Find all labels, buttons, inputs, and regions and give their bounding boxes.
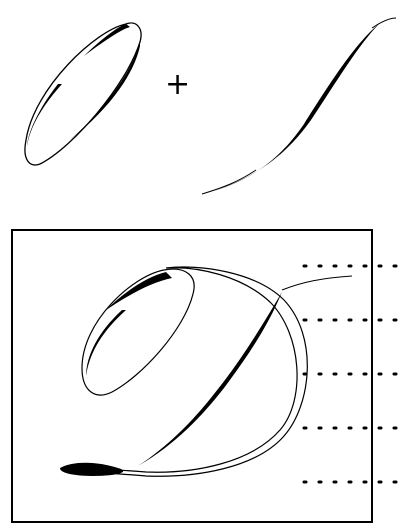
oval-stroke (25, 23, 141, 165)
dotted-guides (304, 266, 404, 482)
diagonal-stroke (202, 18, 396, 194)
letter-d (60, 267, 352, 476)
plus-symbol: + (165, 70, 190, 100)
letter-panel (12, 230, 404, 522)
